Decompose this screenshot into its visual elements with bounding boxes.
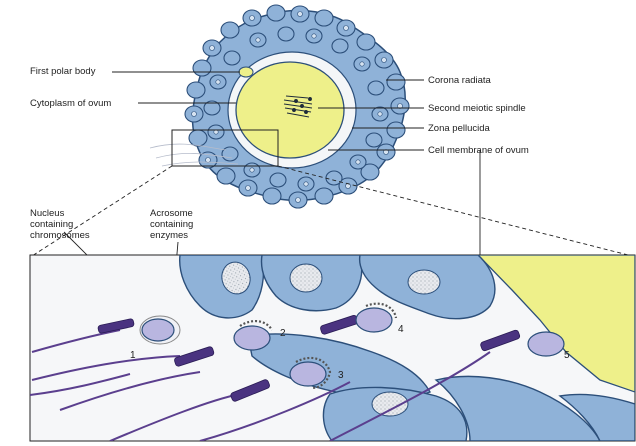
sperm-number-3: 3 [338, 370, 344, 381]
sperm-number-5: 5 [564, 350, 570, 361]
sperm-head-1 [139, 315, 181, 345]
label-cytoplasm-of-ovum: Cytoplasm of ovum [30, 98, 111, 109]
sperm-number-2: 2 [280, 328, 286, 339]
label-acrosome-2: containing [150, 219, 193, 230]
magnified-panel: 1 2 3 4 5 [29, 254, 636, 442]
corona-nuclei [191, 11, 403, 203]
cytoplasm-of-ovum [235, 61, 345, 159]
panel-ovum-cytoplasm [477, 255, 635, 393]
sperm-head-5 [527, 331, 565, 357]
label-nucleus-3: chromosomes [30, 230, 90, 241]
sperm-number-4: 4 [398, 324, 404, 335]
label-nucleus-1: Nucleus [30, 208, 65, 219]
sperm-tails [30, 329, 491, 441]
label-second-meiotic-spindle: Second meiotic spindle [428, 103, 526, 114]
sperm-head-2 [233, 320, 273, 351]
zoom-guides [31, 165, 633, 257]
label-zona-pellucida: Zona pellucida [428, 123, 491, 134]
ovum-group [149, 4, 410, 209]
approaching-sperm [149, 143, 239, 167]
first-polar-body [238, 66, 254, 78]
label-nucleus-2: containing [30, 219, 73, 230]
label-corona-radiata: Corona radiata [428, 75, 492, 86]
label-cell-membrane-of-ovum: Cell membrane of ovum [428, 145, 529, 156]
sperm-heads [139, 302, 565, 390]
label-acrosome-3: enzymes [150, 230, 188, 241]
sperm-number-1: 1 [130, 350, 136, 361]
sperm-head-3 [289, 356, 332, 390]
sperm-head-4 [355, 302, 398, 333]
second-meiotic-spindle [283, 95, 313, 118]
label-first-polar-body: First polar body [30, 66, 96, 77]
panel-cell-nuclei [221, 261, 441, 417]
zoom-region [171, 129, 279, 167]
label-acrosome-1: Acrosome [150, 208, 193, 219]
sperm-midpieces [97, 315, 521, 402]
